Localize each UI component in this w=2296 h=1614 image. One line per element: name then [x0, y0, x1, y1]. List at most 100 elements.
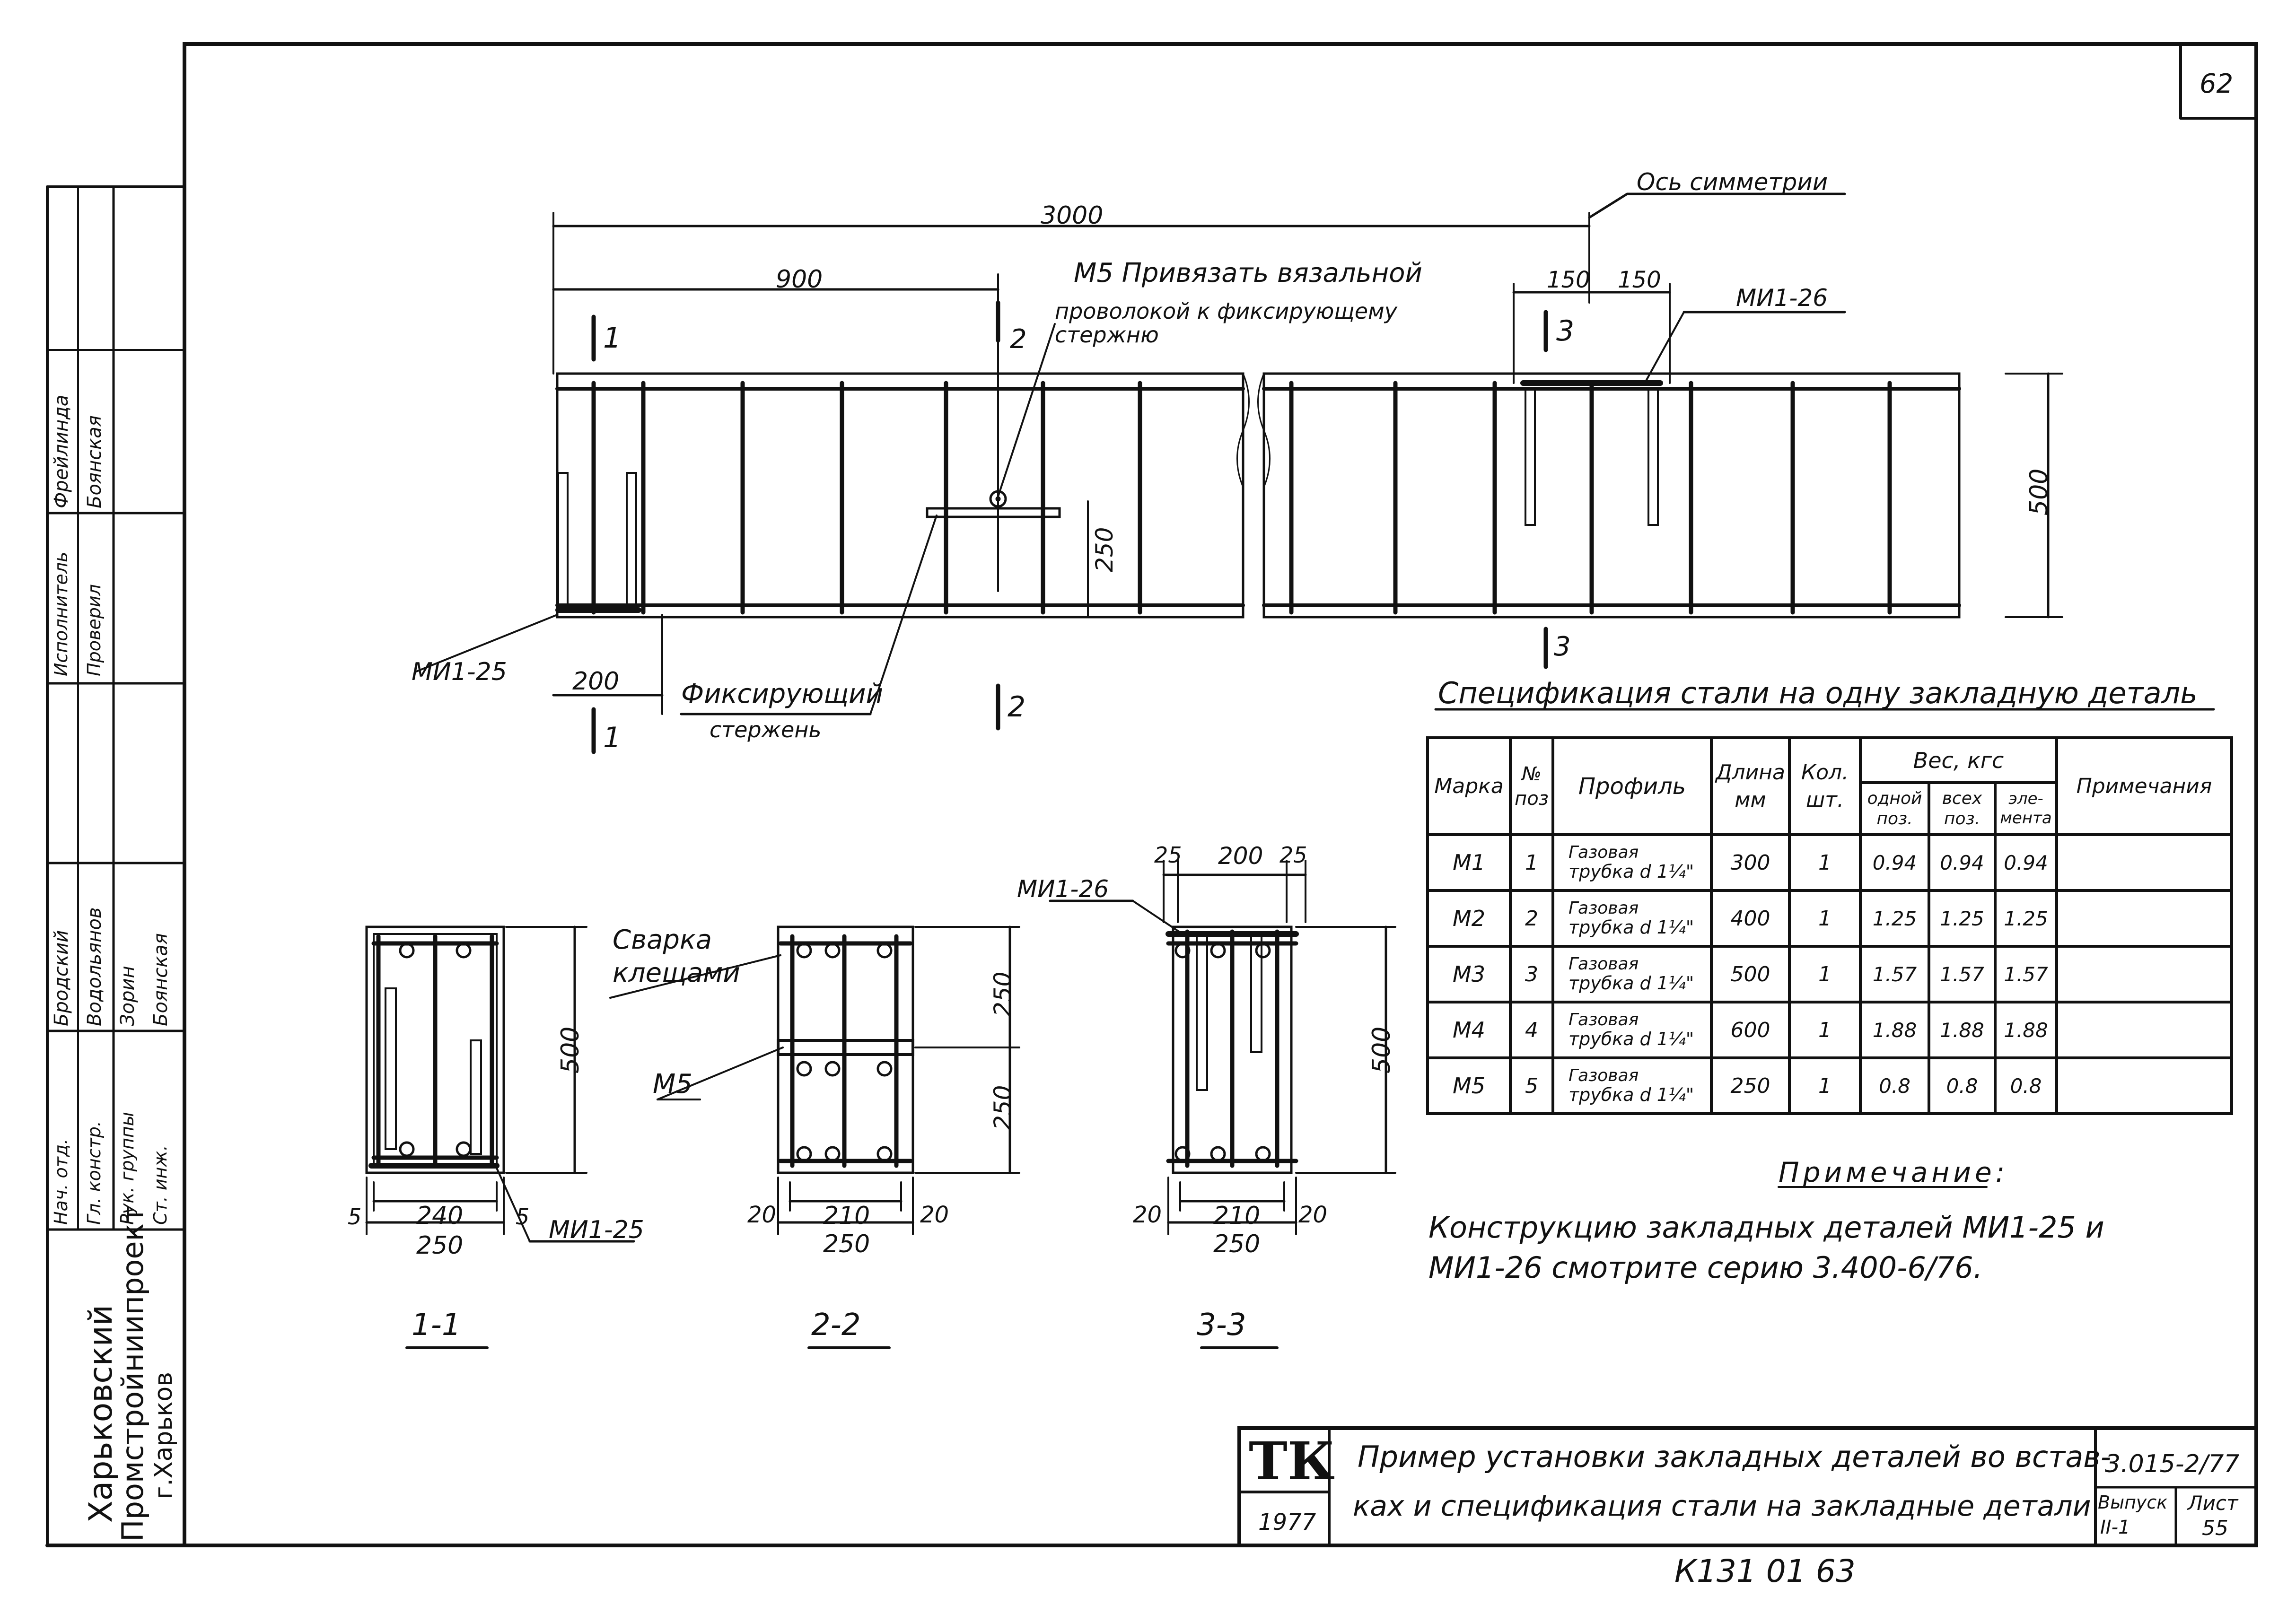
spec-cell-length: 250 [1710, 1056, 1791, 1115]
spec-cell-length: 400 [1710, 889, 1791, 948]
header-pos-no: № [1522, 763, 1542, 785]
m5-note-line1: М5 Привязать вязальной [1074, 258, 1422, 288]
s2-dim-250-bottom: 250 [823, 1230, 870, 1258]
spec-cell-mark: М2 [1426, 889, 1512, 948]
stamp-role: Ст. инж. [150, 1145, 171, 1225]
axis-of-symmetry-label: Ось симметрии [1637, 168, 1828, 196]
header-w-el: эле- мента [1994, 781, 2058, 836]
s1-dim-5-right: 5 [516, 1204, 530, 1230]
header-w-one: одной поз. [1859, 781, 1930, 836]
spec-cell-pos: 3 [1509, 945, 1554, 1003]
cut-2-bottom: 2 [1008, 690, 1026, 724]
stamp-name: Боянская [150, 933, 172, 1026]
s3-dim-20-right: 20 [1298, 1202, 1328, 1228]
spec-cell-note [2055, 945, 2233, 1003]
spec-cell-w-all: 1.88 [1928, 1001, 1997, 1059]
spec-cell-w-el: 0.8 [1994, 1056, 2058, 1115]
spec-cell-note [2055, 1001, 2233, 1059]
header-qty-label: Кол. [1801, 760, 1849, 785]
cut-1-top: 1 [603, 322, 622, 355]
s3-dim-210: 210 [1213, 1202, 1261, 1230]
s3-dim-250: 250 [1213, 1230, 1261, 1258]
spec-cell-w-one: 0.94 [1859, 833, 1930, 892]
s2-dim-20-left: 20 [747, 1202, 777, 1228]
s1-dim-5-left: 5 [348, 1204, 362, 1230]
spec-cell-mark: М5 [1426, 1056, 1512, 1115]
mark-mi125-elevation: МИ1-25 [412, 658, 507, 686]
weld-label-line1: Сварка [613, 925, 712, 955]
dim-900: 900 [776, 265, 823, 294]
spec-cell-qty: 1 [1788, 833, 1862, 892]
stamp-role: Гл. констр. [84, 1121, 105, 1225]
spec-table: Марка № поз Профиль Длина мм Кол. шт. Ве… [1426, 736, 2233, 1115]
note-line2: МИ1-26 смотрите серию 3.400-6/76. [1428, 1250, 1983, 1285]
issue-value: II-1 [2100, 1517, 2130, 1538]
dim-250-elevation: 250 [1091, 527, 1118, 572]
spec-cell-w-el: 1.88 [1994, 1001, 2058, 1059]
spec-cell-mark: М3 [1426, 945, 1512, 1003]
spec-cell-w-el: 0.94 [1994, 833, 2058, 892]
dim-150-left: 150 [1547, 267, 1590, 293]
fixing-rod-label-line2: стержень [710, 717, 822, 742]
spec-cell-pos: 1 [1509, 833, 1554, 892]
cut-3-top: 3 [1556, 314, 1575, 348]
spec-cell-pos: 2 [1509, 889, 1554, 948]
header-w-one-2: поз. [1876, 809, 1913, 829]
s3-dim-25-right: 25 [1279, 842, 1307, 868]
header-w-el-1: эле- [2008, 789, 2043, 809]
header-length-unit: мм [1735, 787, 1766, 812]
stamp-name: Водольянов [84, 907, 105, 1026]
dim-200: 200 [572, 667, 620, 696]
sheet-label: Лист [2188, 1492, 2238, 1515]
profile-line1: Газовая [1569, 843, 1639, 863]
org-line3: г.Харьков [149, 1372, 178, 1499]
spec-cell-qty: 1 [1788, 945, 1862, 1003]
header-weight: Вес, кгс [1859, 736, 2058, 784]
spec-cell-w-one: 0.8 [1859, 1056, 1930, 1115]
section-3-title: 3-3 [1197, 1308, 1246, 1343]
header-w-all: всех поз. [1928, 781, 1997, 836]
profile-line2: трубка d 1¼" [1569, 1028, 1694, 1049]
profile-line1: Газовая [1569, 954, 1639, 974]
spec-cell-note [2055, 1056, 2233, 1115]
spec-cell-pos: 4 [1509, 1001, 1554, 1059]
m5-note-line2: проволокой к фиксирующему [1055, 298, 1397, 324]
dim-500-elevation: 500 [2025, 468, 2053, 515]
org-line2: Промстройниипроект [115, 1206, 150, 1542]
dim-total: 3000 [1041, 201, 1104, 230]
spec-cell-w-el: 1.25 [1994, 889, 2058, 948]
spec-cell-w-all: 1.57 [1928, 945, 1997, 1003]
mark-mi126-elevation: МИ1-26 [1736, 284, 1828, 312]
spec-cell-pos: 5 [1509, 1056, 1554, 1115]
s1-mark-mi125: МИ1-25 [549, 1216, 644, 1244]
header-qty-unit: шт. [1806, 787, 1844, 812]
s3-dim-25-left: 25 [1154, 842, 1182, 868]
cut-3-bottom: 3 [1554, 631, 1571, 662]
spec-cell-length: 600 [1710, 1001, 1791, 1059]
title-line2: ках и спецификация стали на закладные де… [1353, 1490, 2091, 1523]
page-number: 62 [2200, 69, 2234, 99]
spec-cell-qty: 1 [1788, 889, 1862, 948]
s3-dim-20-left: 20 [1133, 1202, 1162, 1228]
header-pos: № поз [1509, 736, 1554, 836]
stamp-name: Боянская [84, 415, 105, 508]
s3-dim-500: 500 [1367, 1026, 1396, 1073]
header-qty: Кол. шт. [1788, 736, 1862, 836]
stamp-name: Зорин [117, 966, 139, 1026]
s3-dim-200: 200 [1218, 842, 1263, 870]
header-notes: Примечания [2055, 736, 2233, 836]
s2-dim-250-lower: 250 [989, 1085, 1017, 1130]
cut-2-top: 2 [1010, 324, 1027, 355]
spec-cell-length: 500 [1710, 945, 1791, 1003]
header-length: Длина мм [1710, 736, 1791, 836]
m5-note-line3: стержню [1055, 322, 1159, 348]
stamp-name: Бродский [51, 930, 72, 1026]
profile-line1: Газовая [1569, 1066, 1639, 1086]
